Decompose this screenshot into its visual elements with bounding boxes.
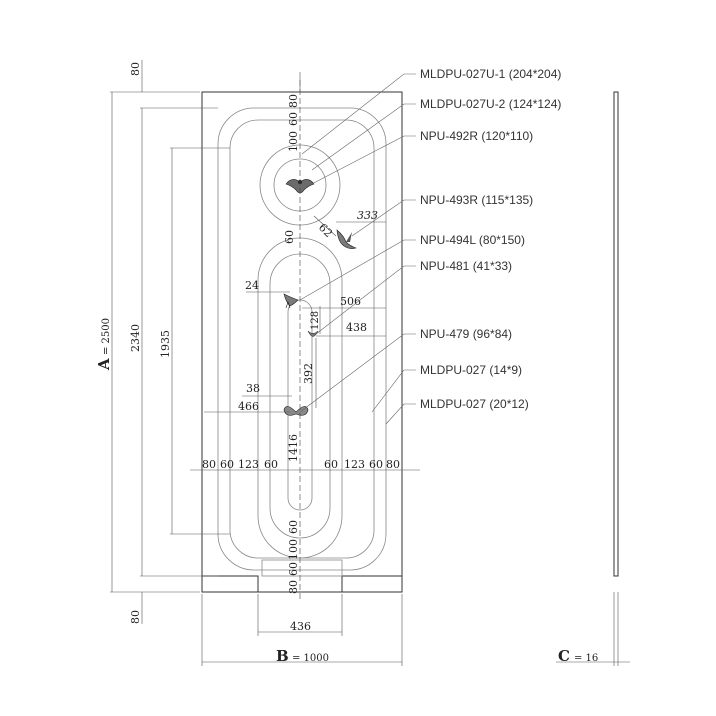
leader-1	[301, 73, 416, 155]
dim-top-80: 80	[287, 94, 300, 108]
dim-width-value: = 1000	[292, 653, 329, 664]
butterfly-applique-icon	[283, 406, 309, 416]
dim-bot-60: 60	[287, 520, 300, 534]
dim-row-right-60: 60	[324, 458, 338, 471]
panel-outline	[201, 91, 403, 593]
dim-bot-80: 80	[287, 580, 300, 594]
callout-mldpu-027u-1: MLDPU-027U-1 (204*204)	[420, 67, 561, 81]
callout-npu-494l: NPU-494L (80*150)	[420, 233, 525, 247]
dim-bot-100: 100	[287, 539, 300, 560]
base-recess	[261, 559, 343, 577]
callout-mldpu-027-20x12: MLDPU-027 (20*12)	[420, 397, 529, 411]
small-leaf-applique-icon	[307, 330, 319, 337]
dim-436: 436	[290, 620, 311, 633]
dim-392: 392	[302, 363, 315, 384]
arch-groove-inner	[269, 253, 331, 539]
dim-mid-60: 60	[283, 230, 296, 244]
dim-2340: 2340	[129, 324, 142, 352]
bird-applique-left-icon	[283, 293, 299, 309]
dim-bot-60b: 60	[287, 562, 300, 576]
dim-row-left-60: 60	[220, 458, 234, 471]
dim-height-value: = 2500	[101, 318, 112, 355]
dim-row-left-60b: 60	[264, 458, 278, 471]
dim-1935: 1935	[159, 330, 172, 358]
dim-row-left-80: 80	[202, 458, 216, 471]
arch-groove-outer	[257, 237, 343, 559]
dim-24: 24	[245, 279, 259, 292]
callout-mldpu-027-14x9: MLDPU-027 (14*9)	[420, 363, 522, 377]
dim-466: 466	[238, 400, 259, 413]
dim-row-right-123: 123	[344, 458, 365, 471]
leader-3	[307, 135, 416, 187]
leader-7	[299, 333, 416, 413]
base-plinth	[201, 575, 403, 592]
leader-2	[311, 103, 416, 171]
callout-npu-481: NPU-481 (41*33)	[420, 259, 512, 273]
leader-9	[385, 403, 416, 425]
dim-row-left-123: 123	[238, 458, 259, 471]
callout-npu-479: NPU-479 (96*84)	[420, 327, 512, 341]
leader-6	[315, 265, 416, 335]
dim-depth-letter: C	[558, 647, 570, 665]
dim-80-bottom-left: 80	[129, 610, 142, 624]
dim-row-right-80: 80	[386, 458, 400, 471]
dim-top-100: 100	[287, 131, 300, 152]
dim-depth-value: = 16	[574, 653, 598, 664]
dim-top-60: 60	[287, 112, 300, 126]
leader-5	[299, 239, 416, 301]
dim-height-letter: A	[95, 358, 113, 371]
bird-applique-right-icon	[336, 229, 357, 249]
dim-38: 38	[246, 382, 260, 395]
outer-groove-1	[217, 107, 387, 571]
dim-438: 438	[346, 321, 367, 334]
callout-npu-493r: NPU-493R (115*135)	[420, 193, 533, 207]
eagle-applique-icon	[285, 179, 315, 194]
callout-npu-492r: NPU-492R (120*110)	[420, 129, 533, 143]
dim-1416: 1416	[287, 434, 300, 462]
dim-62: 62	[316, 221, 335, 240]
dim-128: 128	[310, 311, 321, 330]
dim-333: 333	[357, 209, 378, 222]
side-profile	[613, 91, 619, 577]
dim-row-right-60b: 60	[369, 458, 383, 471]
leader-8	[371, 369, 416, 413]
dim-80-top-left: 80	[129, 62, 142, 76]
callout-mldpu-027u-2: MLDPU-027U-2 (124*124)	[420, 97, 561, 111]
dim-width-letter: B	[276, 647, 289, 665]
leader-4	[351, 199, 416, 237]
dim-506: 506	[340, 295, 361, 308]
